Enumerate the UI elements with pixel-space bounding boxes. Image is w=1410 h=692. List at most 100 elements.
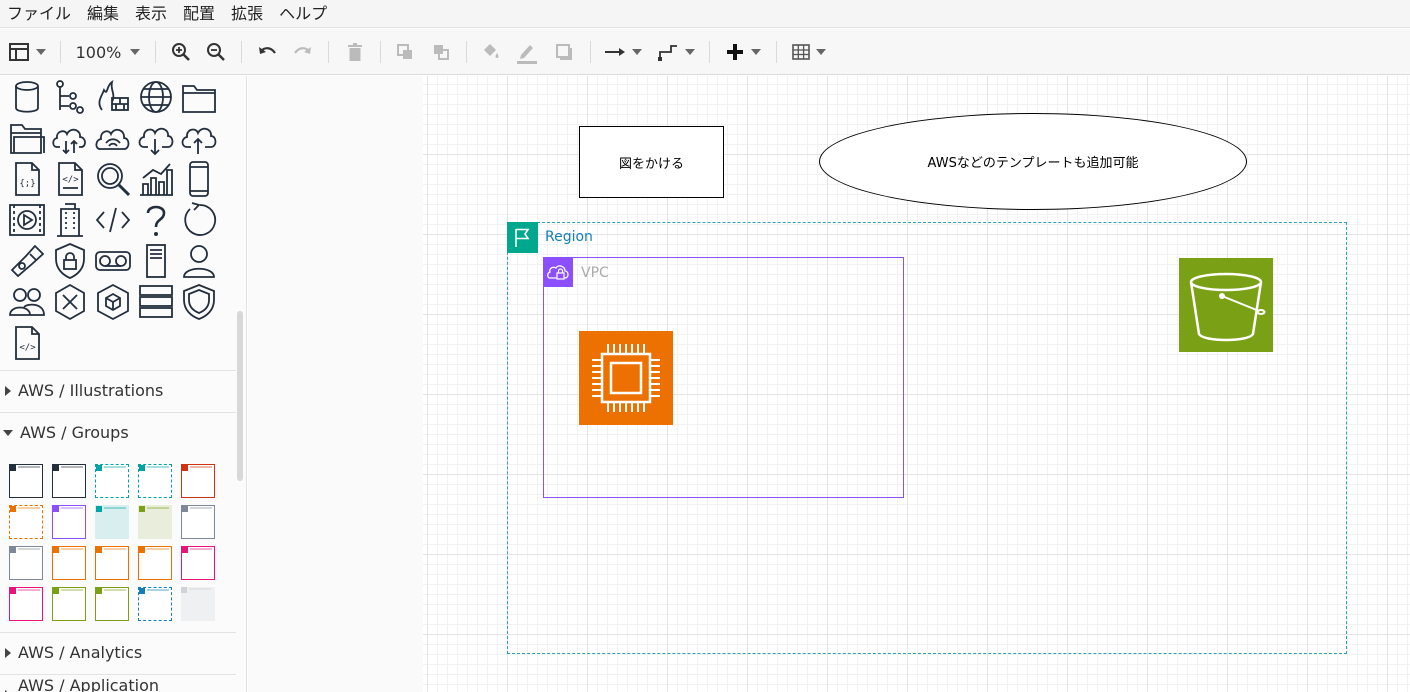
section-aws-analytics[interactable]: AWS / Analytics	[0, 632, 236, 672]
cube-icon[interactable]	[94, 283, 132, 321]
group-shape[interactable]	[52, 587, 86, 621]
fill-color-icon	[484, 44, 499, 58]
tape-icon[interactable]	[94, 242, 132, 280]
group-shape[interactable]	[52, 546, 86, 580]
group-shape[interactable]	[181, 505, 215, 539]
collapsed-arrow-icon	[5, 689, 11, 692]
group-shape[interactable]	[181, 464, 215, 498]
cloud-up-down-icon[interactable]	[51, 119, 89, 157]
firewall-icon[interactable]	[94, 78, 132, 116]
section-label: AWS / Application Integration	[18, 675, 160, 692]
group-shape[interactable]	[95, 587, 129, 621]
group-chip-icon	[10, 465, 16, 471]
menu-file[interactable]: ファイル	[7, 3, 72, 23]
menu-view[interactable]: 表示	[135, 3, 168, 23]
group-shape[interactable]	[52, 505, 86, 539]
group-label-line	[147, 466, 169, 468]
user-icon[interactable]	[180, 242, 218, 280]
refresh-icon[interactable]	[180, 201, 218, 239]
code-document-icon[interactable]: </>	[51, 160, 89, 198]
group-shape[interactable]	[52, 464, 86, 498]
magnifier-icon[interactable]	[94, 160, 132, 198]
group-shape[interactable]	[95, 546, 129, 580]
zoom-out-icon	[207, 43, 225, 61]
waypoints-dropdown[interactable]	[655, 38, 697, 66]
group-label-line	[61, 466, 83, 468]
connection-icon	[605, 48, 625, 56]
code-icon[interactable]	[94, 201, 132, 239]
zoom-in-button[interactable]	[168, 38, 194, 66]
s3-bucket[interactable]	[1179, 258, 1273, 352]
group-shape[interactable]	[181, 546, 215, 580]
undo-button[interactable]	[254, 38, 280, 66]
json-document-icon[interactable]: {;}	[8, 160, 46, 198]
connection-style-dropdown[interactable]	[602, 38, 644, 66]
shadow-button[interactable]	[551, 38, 577, 66]
group-shape[interactable]	[95, 464, 129, 498]
question-icon[interactable]	[137, 201, 175, 239]
group-chip-icon	[10, 506, 16, 512]
mobile-icon[interactable]	[180, 160, 218, 198]
to-back-button[interactable]	[428, 38, 454, 66]
group-chip-icon	[139, 547, 145, 553]
group-shape[interactable]	[138, 546, 172, 580]
database-icon[interactable]	[8, 78, 46, 116]
group-shape[interactable]	[181, 587, 215, 621]
group-shape[interactable]	[9, 546, 43, 580]
fill-color-button[interactable]	[478, 38, 504, 66]
group-shape[interactable]	[138, 587, 172, 621]
cloud-wifi-icon[interactable]	[94, 119, 132, 157]
users-icon[interactable]	[8, 283, 46, 321]
servers-stack-icon[interactable]	[137, 283, 175, 321]
menu-help[interactable]: ヘルプ	[279, 3, 328, 23]
group-chip-icon	[139, 465, 145, 471]
insert-dropdown[interactable]	[722, 38, 764, 66]
sidebar-scrollbar[interactable]	[237, 311, 243, 481]
shield-icon[interactable]	[180, 283, 218, 321]
group-shape[interactable]	[95, 505, 129, 539]
redo-button[interactable]	[290, 38, 316, 66]
code-file-icon[interactable]: </>	[8, 324, 46, 362]
section-aws-application-integration[interactable]: AWS / Application Integration	[0, 674, 236, 692]
shield-lock-icon[interactable]	[51, 242, 89, 280]
format-panel-button[interactable]	[6, 38, 48, 66]
group-shape[interactable]	[9, 464, 43, 498]
group-label-line	[147, 589, 169, 591]
tools-icon[interactable]	[51, 283, 89, 321]
aws-vpc-group[interactable]: VPC	[543, 257, 904, 498]
server-icon[interactable]	[137, 242, 175, 280]
toolbar-separator	[328, 41, 329, 63]
chart-icon[interactable]	[137, 160, 175, 198]
zoom-out-button[interactable]	[203, 38, 229, 66]
section-aws-illustrations[interactable]: AWS / Illustrations	[0, 370, 236, 410]
rectangle-label: 図をかける	[618, 156, 684, 172]
table-dropdown[interactable]	[788, 38, 830, 66]
key-tag-icon[interactable]	[8, 242, 46, 280]
folder-icon[interactable]	[180, 78, 218, 116]
folder-open-icon[interactable]	[8, 119, 46, 157]
ec2-instance[interactable]	[579, 331, 673, 425]
line-color-button[interactable]	[513, 38, 541, 66]
branch-icon[interactable]	[51, 78, 89, 116]
menu-edit[interactable]: 編集	[87, 3, 120, 23]
aws-region-group[interactable]: Region	[507, 222, 1347, 654]
group-shape[interactable]	[9, 505, 43, 539]
group-shape[interactable]	[138, 464, 172, 498]
cloud-upload-icon[interactable]	[180, 119, 218, 157]
cloud-download-icon[interactable]	[137, 119, 175, 157]
menu-arrange[interactable]: 配置	[183, 3, 216, 23]
office-building-icon[interactable]	[51, 201, 89, 239]
group-label-line	[61, 548, 83, 550]
group-shape[interactable]	[138, 505, 172, 539]
diagram-rectangle[interactable]: 図をかける	[579, 126, 724, 198]
group-chip-icon	[96, 506, 102, 512]
menu-extras[interactable]: 拡張	[231, 3, 264, 23]
delete-button[interactable]	[342, 38, 368, 66]
globe-icon[interactable]	[137, 78, 175, 116]
diagram-ellipse[interactable]: AWSなどのテンプレートも追加可能	[819, 113, 1247, 210]
zoom-dropdown[interactable]: 100%	[72, 38, 144, 66]
section-aws-groups[interactable]: AWS / Groups	[0, 412, 236, 452]
group-shape[interactable]	[9, 587, 43, 621]
to-front-button[interactable]	[392, 38, 418, 66]
video-icon[interactable]	[8, 201, 46, 239]
